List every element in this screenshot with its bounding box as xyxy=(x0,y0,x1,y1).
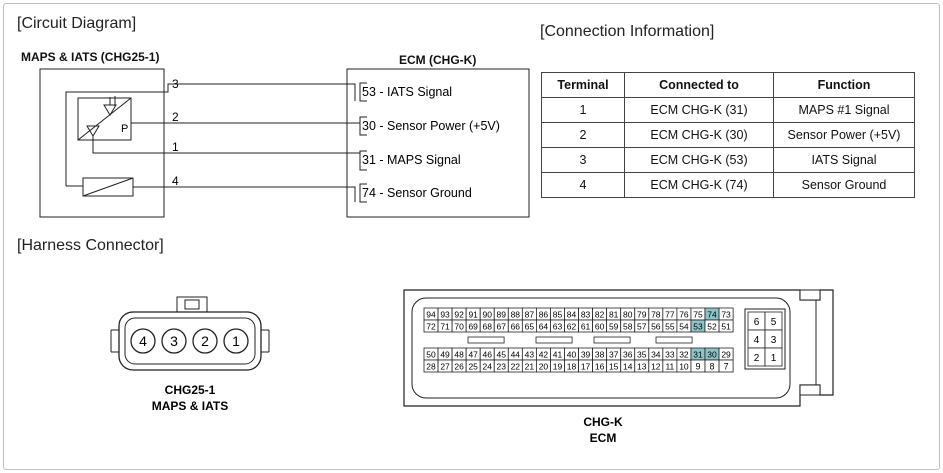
cell-function: Sensor Power (+5V) xyxy=(773,122,915,148)
cell-function: Sensor Ground xyxy=(773,172,915,198)
connection-info-heading: [Connection Information] xyxy=(540,23,715,40)
cell-terminal: 4 xyxy=(541,172,625,198)
cell-connected: ECM CHG-K (74) xyxy=(624,172,774,198)
table-row: 3 ECM CHG-K (53) IATS Signal xyxy=(541,147,915,173)
col-function: Function xyxy=(773,72,915,98)
cell-connected: ECM CHG-K (30) xyxy=(624,122,774,148)
cell-terminal: 2 xyxy=(541,122,625,148)
table-row: 1 ECM CHG-K (31) MAPS #1 Signal xyxy=(541,97,915,123)
circuit-diagram-heading: [Circuit Diagram] xyxy=(17,15,137,32)
cell-function: IATS Signal xyxy=(773,147,915,173)
col-connected-to: Connected to xyxy=(624,72,774,98)
cell-connected: ECM CHG-K (53) xyxy=(624,147,774,173)
connection-table: Terminal Connected to Function 1 ECM CHG… xyxy=(541,72,915,198)
cell-terminal: 1 xyxy=(541,97,625,123)
cell-function: MAPS #1 Signal xyxy=(773,97,915,123)
col-terminal: Terminal xyxy=(541,72,625,98)
ecm-title: ECM (CHG-K) xyxy=(399,53,477,67)
harness-connector-heading: [Harness Connector] xyxy=(17,237,164,254)
cell-connected: ECM CHG-K (31) xyxy=(624,97,774,123)
table-row: 4 ECM CHG-K (74) Sensor Ground xyxy=(541,172,915,198)
table-row: 2 ECM CHG-K (30) Sensor Power (+5V) xyxy=(541,122,915,148)
table-header-row: Terminal Connected to Function xyxy=(541,72,915,98)
sensor-title: MAPS & IATS (CHG25-1) xyxy=(21,50,160,64)
cell-terminal: 3 xyxy=(541,147,625,173)
